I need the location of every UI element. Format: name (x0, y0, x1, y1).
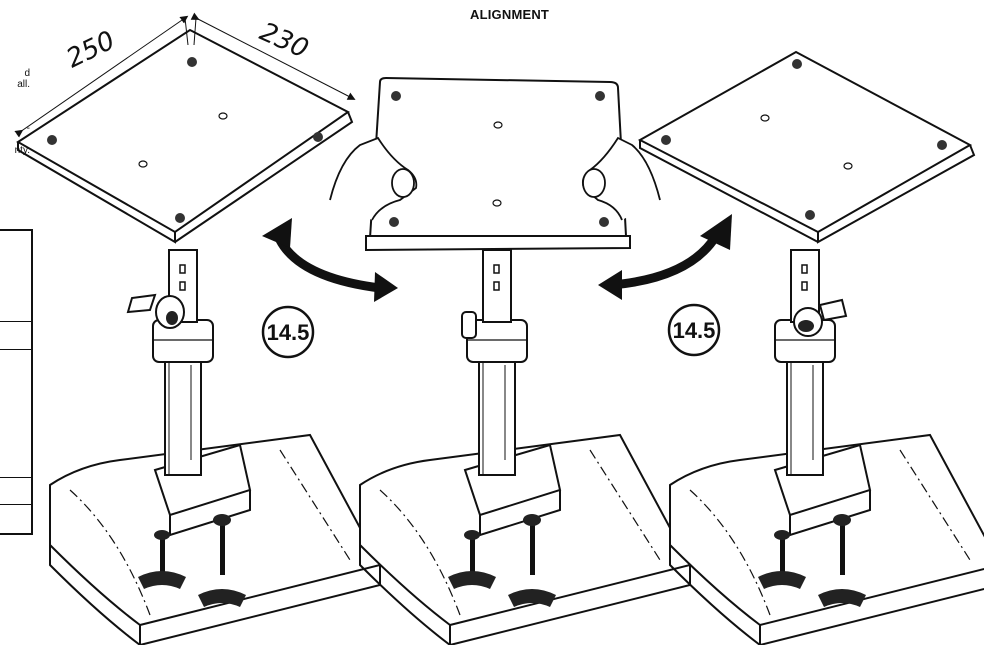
width-dimension: 250 (62, 26, 120, 75)
cut-off-table (0, 229, 33, 535)
left-stand (14, 12, 381, 645)
right-tilt-arrow (598, 214, 732, 300)
table-divider (0, 477, 31, 478)
table-divider (0, 504, 31, 505)
angle-value: 14.5 (673, 318, 716, 343)
right-stand (637, 50, 984, 645)
left-tilt-arrow (262, 218, 398, 302)
depth-dimension: 230 (255, 17, 313, 65)
angle-value: 14.5 (267, 320, 310, 345)
table-divider (0, 349, 31, 350)
center-stand (329, 76, 691, 645)
right-angle-badge: 14.5 (667, 303, 721, 357)
note-line: nty. (14, 145, 30, 156)
table-divider (0, 321, 31, 322)
left-angle-badge: 14.5 (261, 305, 315, 359)
page-heading: ALIGNMENT (470, 7, 550, 22)
